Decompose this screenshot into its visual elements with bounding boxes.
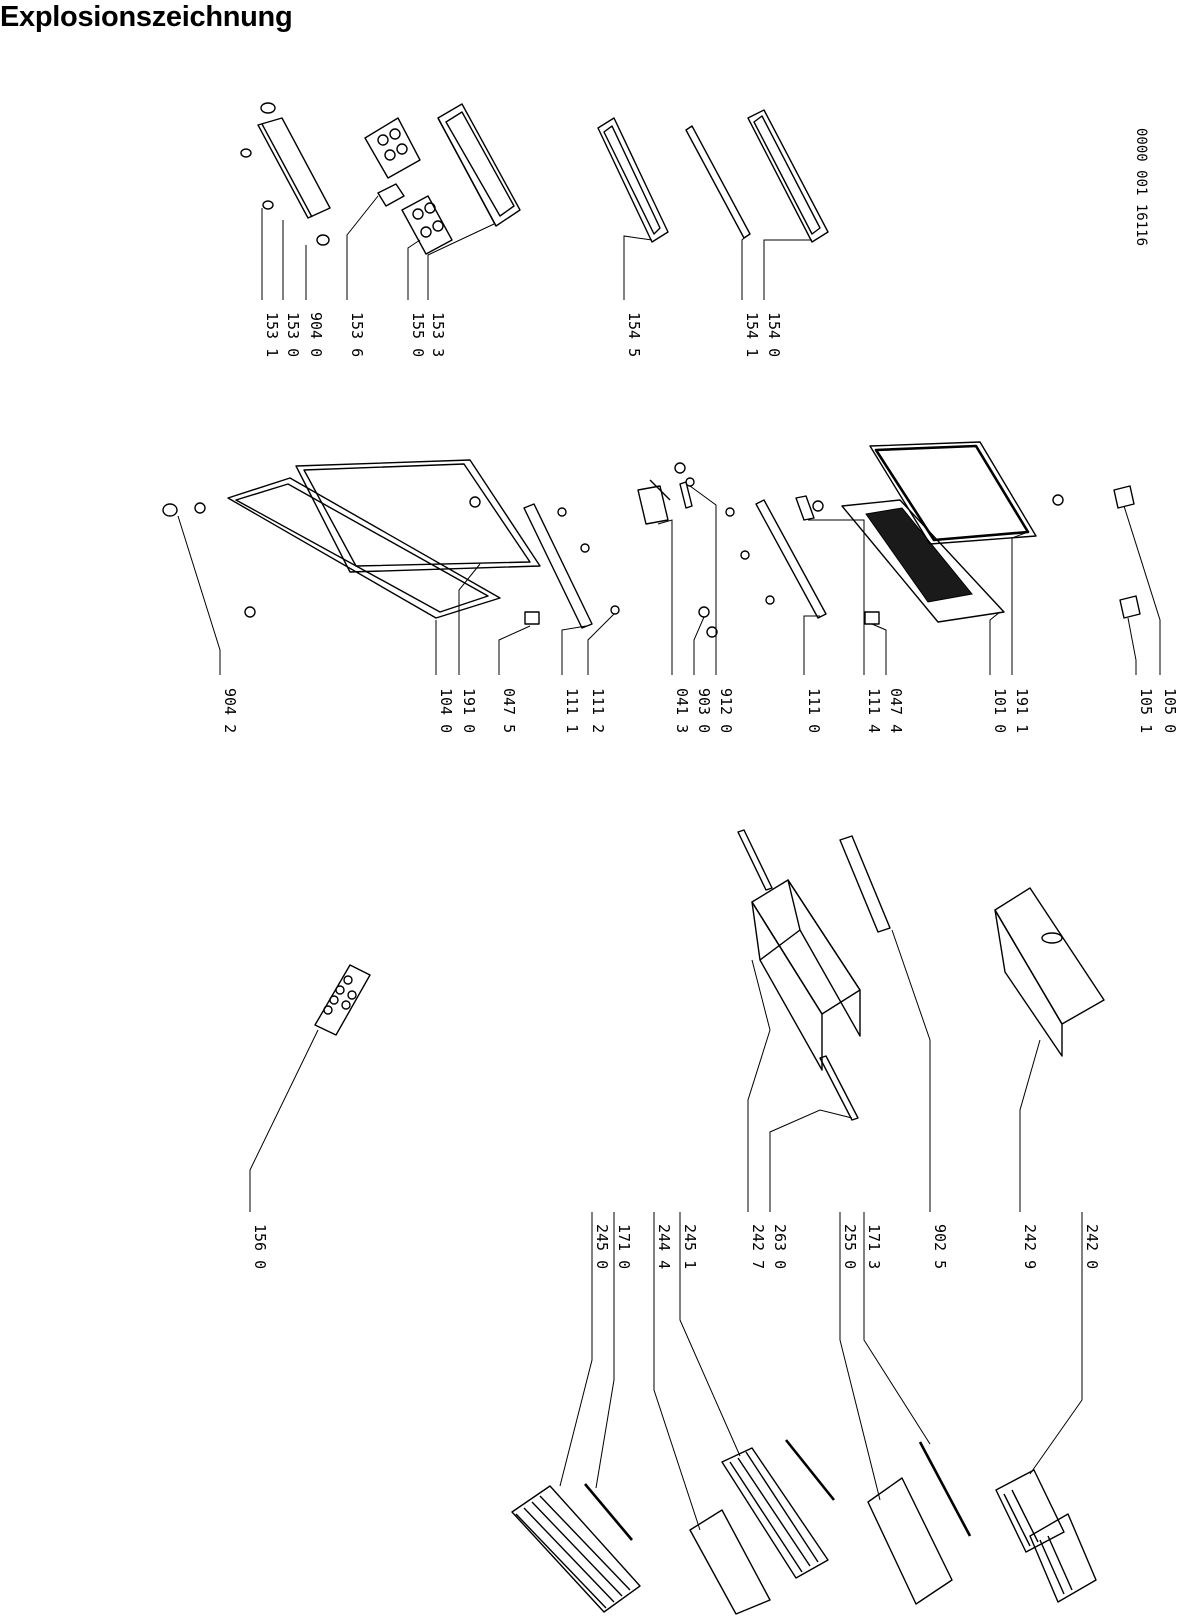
document-number: 0000 001 16116 [1133, 128, 1149, 246]
part-242-0-drawers [995, 1469, 1097, 1603]
part-label: 111 2 [589, 688, 607, 733]
part-label: 902 5 [931, 1224, 949, 1269]
part-153-3-bin [437, 103, 521, 227]
part-156-0-tray [314, 964, 371, 1036]
part-label: 245 0 [593, 1224, 611, 1269]
part-242-7-drawer [737, 829, 891, 1121]
part-label: 105 1 [1137, 688, 1155, 733]
part-label: 903 0 [695, 688, 713, 733]
part-label: 255 0 [841, 1224, 859, 1269]
part-label: 156 0 [251, 1224, 269, 1269]
part-label: 105 0 [1161, 688, 1179, 733]
part-label: 242 0 [1083, 1224, 1101, 1269]
part-105-feet [1113, 485, 1141, 619]
part-153-door-bar [240, 102, 331, 246]
part-245-0-shelf [511, 1483, 641, 1613]
part-154-5-bin [597, 117, 669, 243]
part-label: 041 3 [673, 688, 691, 733]
part-label: 171 0 [615, 1224, 633, 1269]
part-number-labels: 153 1 153 0 904 0 153 6 155 0 153 3 154 … [221, 312, 1179, 1269]
part-label: 111 1 [563, 688, 581, 733]
part-label: 111 0 [805, 688, 823, 733]
part-155-egg-trays [364, 117, 453, 255]
part-label: 153 6 [348, 312, 366, 357]
part-label: 153 1 [263, 312, 281, 357]
leader-lines [177, 195, 1161, 1531]
part-154-0-bin [747, 109, 829, 243]
page-title: Explosionszeichnung [0, 1, 293, 33]
part-label: 153 0 [284, 312, 302, 357]
part-label: 191 0 [460, 688, 478, 733]
part-label: 245 1 [681, 1224, 699, 1269]
part-041-3-hinge [637, 462, 718, 638]
part-label: 047 4 [887, 688, 905, 733]
part-label: 155 0 [409, 312, 427, 357]
part-label: 904 2 [221, 688, 239, 733]
part-label: 153 3 [429, 312, 447, 357]
part-label: 904 0 [307, 312, 325, 357]
part-101-0-door-panel [841, 441, 1064, 623]
part-111-0-handle [725, 495, 880, 625]
part-label: 171 3 [865, 1224, 883, 1269]
part-244-4-shelf [689, 1439, 836, 1615]
part-label: 101 0 [991, 688, 1009, 733]
part-104-0-door-frame [162, 459, 541, 625]
part-label: 244 4 [655, 1224, 673, 1269]
part-label: 242 9 [1021, 1224, 1039, 1269]
part-111-1-handle [523, 503, 620, 629]
part-label: 263 0 [771, 1224, 789, 1269]
part-label: 047 5 [500, 688, 518, 733]
part-label: 104 0 [437, 688, 455, 733]
part-drawings [162, 102, 1141, 1615]
part-255-0-glass-shelf [867, 1441, 972, 1605]
part-label: 154 0 [765, 312, 783, 357]
part-label: 912 0 [717, 688, 735, 733]
part-label: 111 4 [865, 688, 883, 733]
part-label: 154 5 [625, 312, 643, 357]
part-label: 154 1 [743, 312, 761, 357]
part-label: 191 1 [1013, 688, 1031, 733]
part-242-9-drawer [994, 887, 1105, 1057]
part-label: 242 7 [749, 1224, 767, 1269]
part-154-1-strip [685, 125, 751, 239]
